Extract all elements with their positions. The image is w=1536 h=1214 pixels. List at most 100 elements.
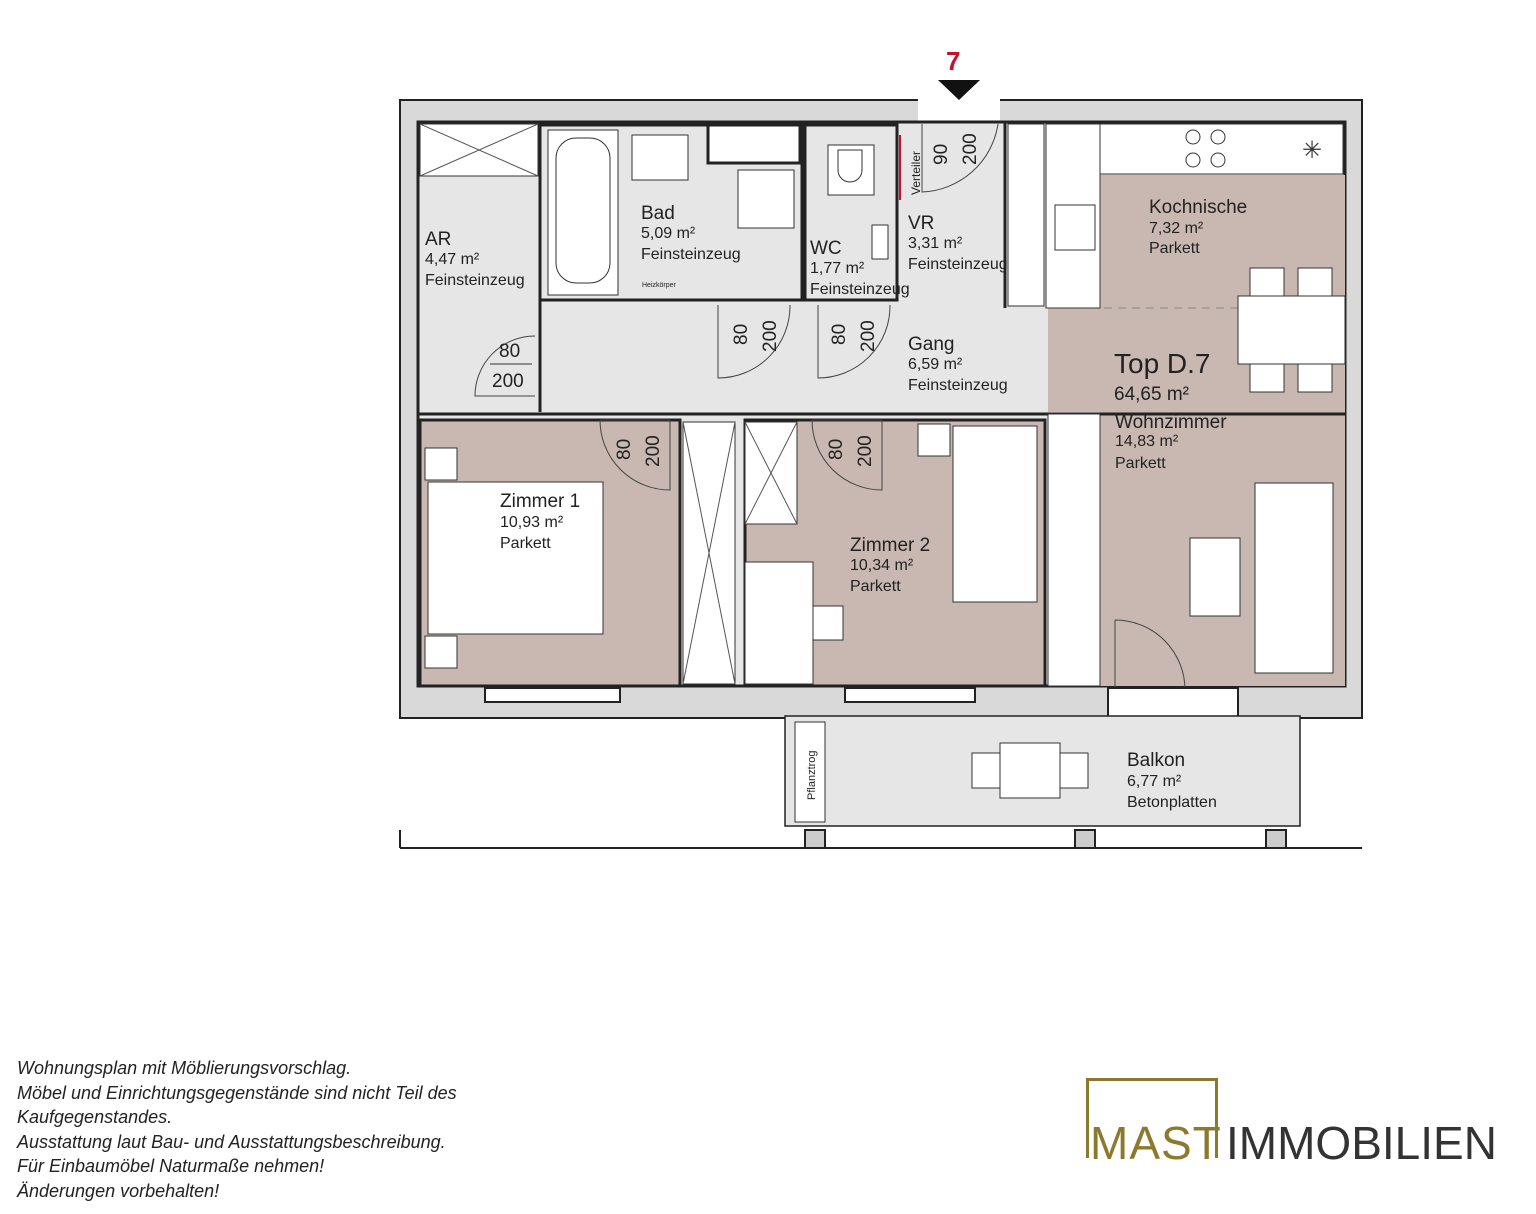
door-entry[interactable] [921,123,999,193]
door-zimmer1[interactable] [599,419,671,491]
label-unit: Top D.7 64,65 m² [1114,348,1211,405]
disclaimer-notes: Wohnungsplan mit Möblierungsvorschlag. M… [17,1056,457,1203]
closet [1047,413,1101,687]
logo-frame [1086,1078,1218,1158]
note-line: Ausstattung laut Bau- und Ausstattungsbe… [17,1131,446,1152]
label-wc: WC 1,77 m² Feinsteinzeug [810,238,910,298]
svg-text:5,09 m²: 5,09 m² [641,225,696,242]
dim-ar: 80 200 [490,341,532,392]
svg-text:3,31 m²: 3,31 m² [908,235,963,252]
svg-text:1,77 m²: 1,77 m² [810,260,865,277]
svg-text:Verteiler: Verteiler [909,151,923,195]
note-line: Für Einbaumöbel Naturmaße nehmen! [17,1156,325,1176]
svg-text:4,47 m²: 4,47 m² [425,251,480,268]
svg-text:14,83 m²: 14,83 m² [1115,433,1179,450]
svg-text:200: 200 [858,320,879,352]
sink [631,134,689,181]
svg-text:Top D.7: Top D.7 [1114,348,1211,379]
single-bed [952,425,1038,603]
svg-text:64,65 m²: 64,65 m² [1114,384,1189,405]
svg-text:Zimmer 1: Zimmer 1 [500,491,580,512]
label-wohnzimmer: Wohnzimmer 14,83 m² Parkett [1115,412,1227,472]
dim-zimmer1: 80 200 [614,435,664,467]
kitchen-sink [1054,204,1096,251]
label-ar: AR 4,47 m² Feinsteinzeug [425,229,525,289]
svg-text:200: 200 [643,435,664,467]
svg-text:Feinsteinzeug: Feinsteinzeug [641,246,741,263]
note-line: Wohnungsplan mit Möblierungsvorschlag. [17,1058,352,1078]
label-balkon: Balkon 6,77 m² Betonplatten Pflanztrog [806,750,1217,811]
entrance-arrow-icon [938,80,980,100]
sofa [1254,482,1334,674]
note-line: Möbel und Einrichtungsgegenstände sind n… [17,1082,457,1103]
svg-text:200: 200 [960,133,981,165]
label-vr: VR 3,31 m² Feinsteinzeug Verteiler [908,151,1008,273]
extractor-icon: ✳ [1302,137,1322,164]
logo-immobilien: IMMOBILIEN [1226,1117,1497,1169]
washer [737,169,795,229]
svg-text:Balkon: Balkon [1127,750,1185,771]
dim-bad: 80 200 [731,320,781,352]
vr-wardrobe [1007,123,1045,307]
svg-text:10,93 m²: 10,93 m² [500,514,564,531]
svg-text:Kochnische: Kochnische [1149,197,1247,218]
svg-text:Parkett: Parkett [850,578,901,595]
label-zimmer2: Zimmer 2 10,34 m² Parkett [850,535,930,595]
door-bad[interactable] [717,304,791,379]
logo-mast: MAST [1090,1117,1222,1169]
svg-text:200: 200 [492,371,524,392]
desk [744,561,814,685]
wc-sink [871,224,889,260]
svg-text:Gang: Gang [908,334,954,355]
label-bad: Bad 5,09 m² Feinsteinzeug Heizkörper [641,203,741,289]
svg-text:Feinsteinzeug: Feinsteinzeug [908,256,1008,273]
dim-entry: 90 200 [931,133,981,165]
dim-zimmer2: 80 200 [826,435,876,467]
svg-text:6,77 m²: 6,77 m² [1127,773,1182,790]
window [484,687,621,703]
entry-opening [918,98,1000,124]
svg-text:WC: WC [810,238,842,259]
window [844,687,976,703]
svg-text:Heizkörper: Heizkörper [642,282,677,289]
svg-text:Pflanztrog: Pflanztrog [806,750,818,800]
balcony-table [999,742,1061,799]
svg-text:6,59 m²: 6,59 m² [908,356,963,373]
pflanztrog [794,721,826,823]
svg-text:80: 80 [829,324,850,345]
label-gang: Gang 6,59 m² Feinsteinzeug [908,334,1008,394]
svg-text:Wohnzimmer: Wohnzimmer [1115,412,1227,433]
svg-text:Feinsteinzeug: Feinsteinzeug [908,377,1008,394]
svg-text:Parkett: Parkett [1149,240,1200,257]
label-zimmer1: Zimmer 1 10,93 m² Parkett [468,484,602,556]
coffee-table [1189,537,1241,617]
svg-text:90: 90 [931,144,952,165]
svg-text:7,32 m²: 7,32 m² [1149,220,1204,237]
shaft [706,123,802,165]
svg-text:200: 200 [760,320,781,352]
door-zimmer2[interactable] [811,419,883,491]
svg-text:Feinsteinzeug: Feinsteinzeug [425,272,525,289]
note-line: Änderungen vorbehalten! [17,1180,220,1201]
door-wc[interactable] [817,304,891,379]
svg-text:80: 80 [731,324,752,345]
svg-text:80: 80 [614,439,635,460]
dining-table [1237,295,1346,365]
entrance-number: 7 [946,46,960,76]
svg-text:Parkett: Parkett [500,535,551,552]
svg-text:Betonplatten: Betonplatten [1127,794,1217,811]
svg-text:80: 80 [499,341,520,362]
svg-text:10,34 m²: 10,34 m² [850,557,914,574]
svg-text:200: 200 [855,435,876,467]
dim-wc: 80 200 [829,320,879,352]
svg-text:80: 80 [826,439,847,460]
svg-text:AR: AR [425,229,451,250]
note-line: Kaufgegenstandes. [17,1107,173,1127]
label-kochnische: Kochnische 7,32 m² Parkett [1149,197,1247,257]
svg-text:Parkett: Parkett [1115,455,1166,472]
svg-text:Bad: Bad [641,203,675,224]
door-ar[interactable] [474,335,536,397]
svg-text:Feinsteinzeug: Feinsteinzeug [810,281,910,298]
svg-text:VR: VR [908,213,934,234]
